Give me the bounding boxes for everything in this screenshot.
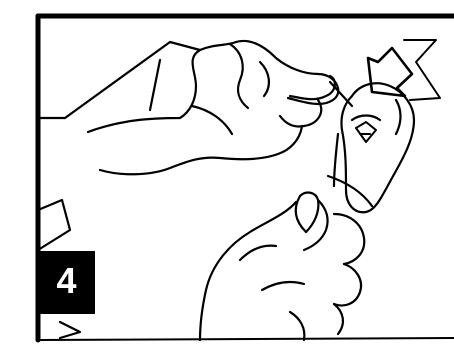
card-slot-icon	[356, 122, 376, 142]
down-arrow-icon	[368, 40, 440, 100]
lower-hand	[200, 193, 364, 340]
step-number-badge: 4	[38, 251, 95, 314]
handheld-device	[328, 83, 414, 212]
upper-hand	[88, 41, 352, 174]
